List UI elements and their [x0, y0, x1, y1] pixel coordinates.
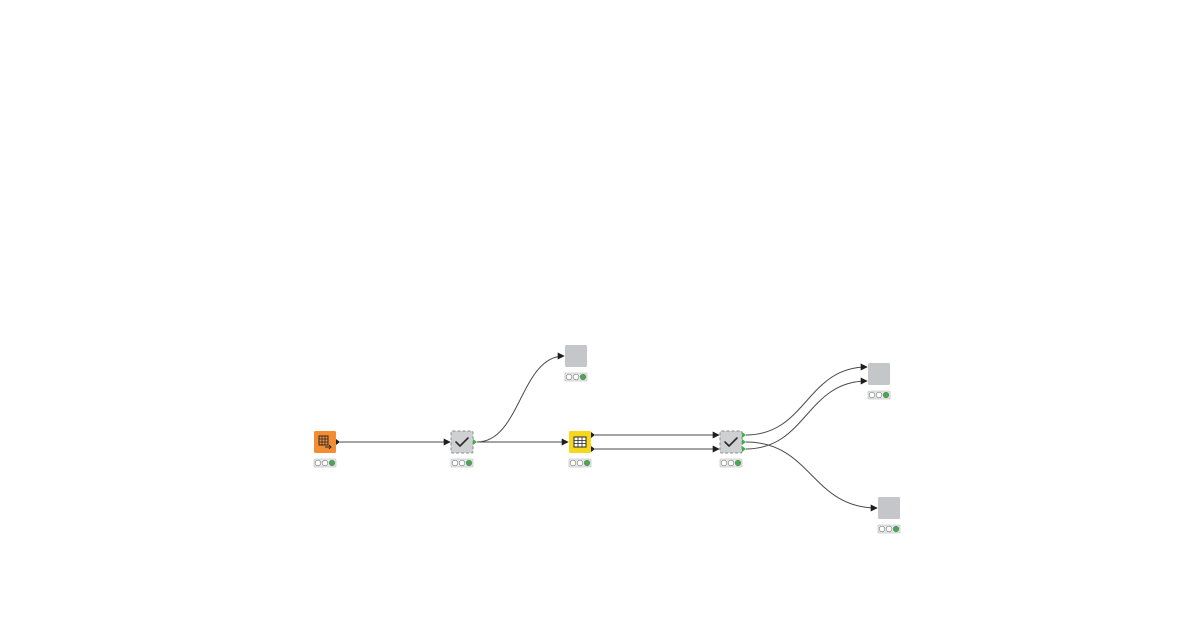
status-light-green [579, 373, 587, 381]
node-validator-1-body[interactable] [450, 430, 474, 454]
node-output-top-body[interactable] [565, 345, 587, 367]
status-light-empty [458, 459, 466, 467]
status-light-empty [314, 459, 322, 467]
nodes-layer [313, 345, 901, 534]
node-output-top[interactable] [564, 345, 588, 382]
output-port[interactable] [742, 432, 746, 438]
node-output-bottom[interactable] [877, 497, 901, 534]
connection-validator-2-to-output-right-port-2[interactable] [745, 377, 868, 450]
output-port[interactable] [591, 432, 595, 438]
status-light-empty [727, 459, 735, 467]
status-light-empty [885, 525, 893, 533]
table-grid-icon [573, 436, 587, 448]
status-light-empty [576, 459, 584, 467]
node-validator-2-body[interactable] [719, 430, 743, 454]
checkmark-icon [455, 437, 469, 447]
status-light-empty [321, 459, 329, 467]
status-light-empty [720, 459, 728, 467]
status-light-empty [875, 391, 883, 399]
output-port[interactable] [473, 439, 477, 445]
status-light-empty [878, 525, 886, 533]
checkmark-icon [724, 437, 738, 447]
node-validator-2[interactable] [719, 430, 746, 468]
status-light-green [882, 391, 890, 399]
connection-validator-2-to-output-bottom[interactable] [745, 441, 878, 512]
connections-layer [340, 352, 878, 512]
output-port[interactable] [742, 446, 746, 452]
node-output-right[interactable] [867, 363, 891, 400]
connection-validator-1-to-output-top[interactable] [476, 352, 565, 443]
connection-validator-2-to-output-right-port-1[interactable] [745, 363, 868, 436]
output-port[interactable] [591, 446, 595, 452]
status-light-empty [565, 373, 573, 381]
node-manipulator[interactable] [568, 431, 595, 468]
status-light-green [465, 459, 473, 467]
status-light-green [734, 459, 742, 467]
status-light-green [328, 459, 336, 467]
status-light-empty [572, 373, 580, 381]
node-output-bottom-body[interactable] [878, 497, 900, 519]
node-output-right-body[interactable] [868, 363, 890, 385]
node-source[interactable] [313, 431, 340, 468]
output-port[interactable] [742, 439, 746, 445]
status-light-green [583, 459, 591, 467]
status-light-green [892, 525, 900, 533]
status-light-empty [569, 459, 577, 467]
status-light-empty [868, 391, 876, 399]
status-light-empty [451, 459, 459, 467]
table-reader-icon [318, 435, 332, 450]
output-port[interactable] [336, 439, 340, 445]
node-validator-1[interactable] [450, 430, 477, 468]
